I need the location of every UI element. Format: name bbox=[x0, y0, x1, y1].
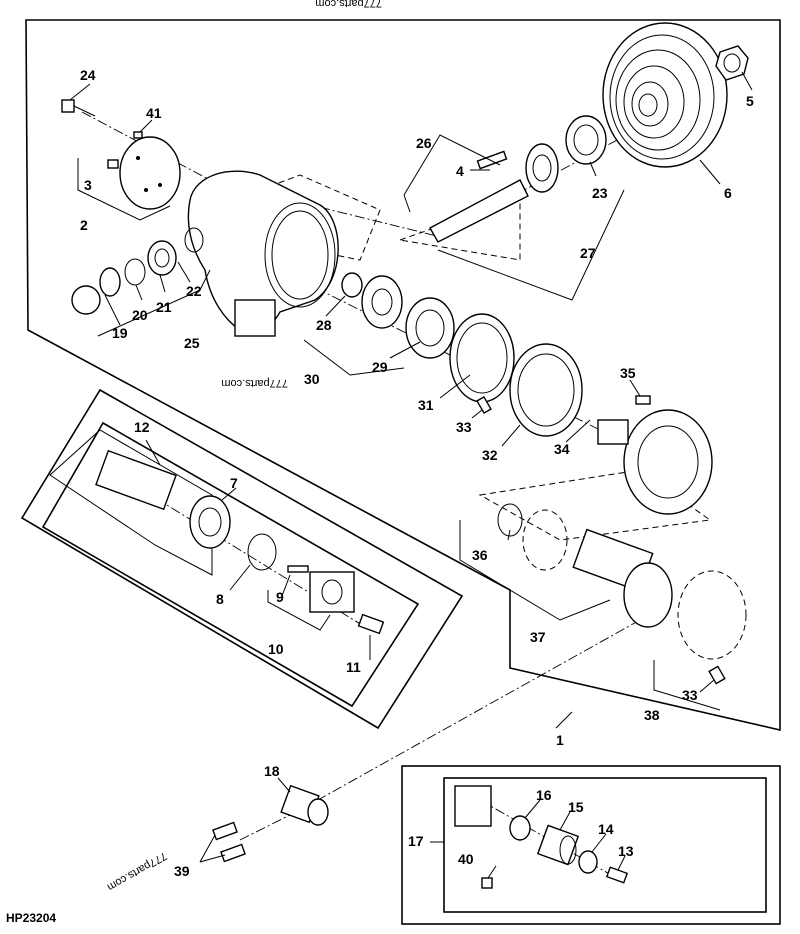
callout-32: 32 bbox=[482, 447, 498, 463]
callout-8: 8 bbox=[216, 591, 224, 607]
callout-2: 2 bbox=[80, 217, 88, 233]
axis-line bbox=[249, 189, 446, 239]
callout-37: 37 bbox=[530, 629, 546, 645]
key-9 bbox=[287, 565, 309, 573]
planet-gear-shaft bbox=[522, 509, 673, 628]
sensor-kit-outer-frame bbox=[401, 765, 781, 925]
figure-id: HP23204 bbox=[6, 911, 56, 925]
plug-3 bbox=[107, 159, 119, 169]
bolt-24 bbox=[61, 99, 96, 117]
gearbox-housing bbox=[187, 170, 339, 337]
callout-26: 26 bbox=[416, 135, 432, 151]
cap-19 bbox=[71, 285, 101, 315]
bolt-33-b bbox=[708, 665, 726, 685]
plug-40 bbox=[481, 877, 493, 889]
washer-16 bbox=[509, 815, 531, 841]
callout-20: 20 bbox=[132, 307, 148, 323]
callout-25: 25 bbox=[184, 335, 200, 351]
fitting-41 bbox=[133, 131, 143, 139]
bushing-15 bbox=[536, 824, 580, 866]
callout-12: 12 bbox=[134, 419, 150, 435]
callout-1: 1 bbox=[556, 732, 564, 748]
main-assembly-outline bbox=[25, 19, 781, 732]
callout-40: 40 bbox=[458, 851, 474, 867]
callout-27: 27 bbox=[580, 245, 596, 261]
snap-ring-21 bbox=[124, 258, 146, 286]
seal-ring bbox=[184, 227, 204, 253]
bearing-group-outer-frame bbox=[20, 388, 464, 730]
callout-4: 4 bbox=[456, 163, 464, 179]
callout-14: 14 bbox=[598, 821, 614, 837]
shaft-12 bbox=[95, 449, 177, 511]
axis-line bbox=[239, 814, 291, 841]
callout-28: 28 bbox=[316, 317, 332, 333]
cover-plate bbox=[119, 136, 181, 210]
bolt-39-a bbox=[212, 821, 238, 841]
callout-29: 29 bbox=[372, 359, 388, 375]
leader-lines bbox=[69, 71, 753, 879]
bolt-39-b bbox=[220, 843, 246, 863]
callout-31: 31 bbox=[418, 397, 434, 413]
callout-24: 24 bbox=[80, 67, 96, 83]
bearing-group-inner-frame bbox=[41, 421, 420, 708]
sensor-housing bbox=[454, 785, 492, 827]
callout-30: 30 bbox=[304, 371, 320, 387]
carrier-flange bbox=[597, 409, 713, 515]
callout-34: 34 bbox=[554, 441, 570, 457]
callout-36: 36 bbox=[472, 547, 488, 563]
washer-14 bbox=[578, 850, 598, 874]
bolt-13 bbox=[605, 866, 629, 884]
flange-10 bbox=[309, 571, 355, 613]
seal-32 bbox=[509, 343, 583, 437]
bearing-28 bbox=[341, 272, 363, 298]
callout-23: 23 bbox=[592, 185, 608, 201]
callout-6: 6 bbox=[724, 185, 732, 201]
callout-18: 18 bbox=[264, 763, 280, 779]
callout-9: 9 bbox=[276, 589, 284, 605]
cover-38 bbox=[677, 570, 747, 660]
callout-33-lower: 33 bbox=[682, 687, 698, 703]
callout-19: 19 bbox=[112, 325, 128, 341]
watermark-top: 777parts.com bbox=[315, 0, 382, 9]
callout-41: 41 bbox=[146, 105, 162, 121]
callout-33-upper: 33 bbox=[456, 419, 472, 435]
callout-16: 16 bbox=[536, 787, 552, 803]
callout-5: 5 bbox=[746, 93, 754, 109]
bolt-11 bbox=[357, 613, 385, 635]
snap-ring-36 bbox=[497, 503, 523, 537]
callout-35: 35 bbox=[620, 365, 636, 381]
snap-ring-8 bbox=[247, 533, 277, 571]
callout-39: 39 bbox=[174, 863, 190, 879]
callout-7: 7 bbox=[230, 475, 238, 491]
callout-38: 38 bbox=[644, 707, 660, 723]
spur-gear bbox=[361, 275, 403, 329]
ring-gear-31 bbox=[449, 313, 515, 403]
callout-13: 13 bbox=[618, 843, 634, 859]
axis-line bbox=[299, 619, 641, 811]
drum-hub bbox=[602, 22, 728, 168]
callout-15: 15 bbox=[568, 799, 584, 815]
bearing-22 bbox=[147, 240, 177, 276]
callout-11: 11 bbox=[346, 659, 361, 675]
pinion-shaft bbox=[429, 143, 559, 243]
callout-3: 3 bbox=[84, 177, 92, 193]
callout-22: 22 bbox=[186, 283, 202, 299]
bearing-7 bbox=[189, 495, 231, 549]
watermark-bottom: 777parts.com bbox=[105, 849, 169, 893]
sensor-18 bbox=[280, 784, 329, 826]
bearing-29 bbox=[405, 297, 455, 359]
bearing-subgroup-frame bbox=[49, 429, 213, 576]
sensor-kit-inner-frame bbox=[443, 777, 767, 913]
callout-10: 10 bbox=[268, 641, 284, 657]
bearing-20 bbox=[99, 267, 121, 297]
bearing-23 bbox=[565, 115, 607, 165]
key-35 bbox=[635, 395, 651, 405]
hex-nut bbox=[715, 45, 749, 81]
watermark-middle: 777parts.com bbox=[221, 377, 288, 389]
bolt-33 bbox=[476, 395, 492, 415]
gear-subgroup-outline bbox=[259, 174, 381, 261]
callout-17: 17 bbox=[408, 833, 424, 849]
callout-21: 21 bbox=[156, 299, 172, 315]
